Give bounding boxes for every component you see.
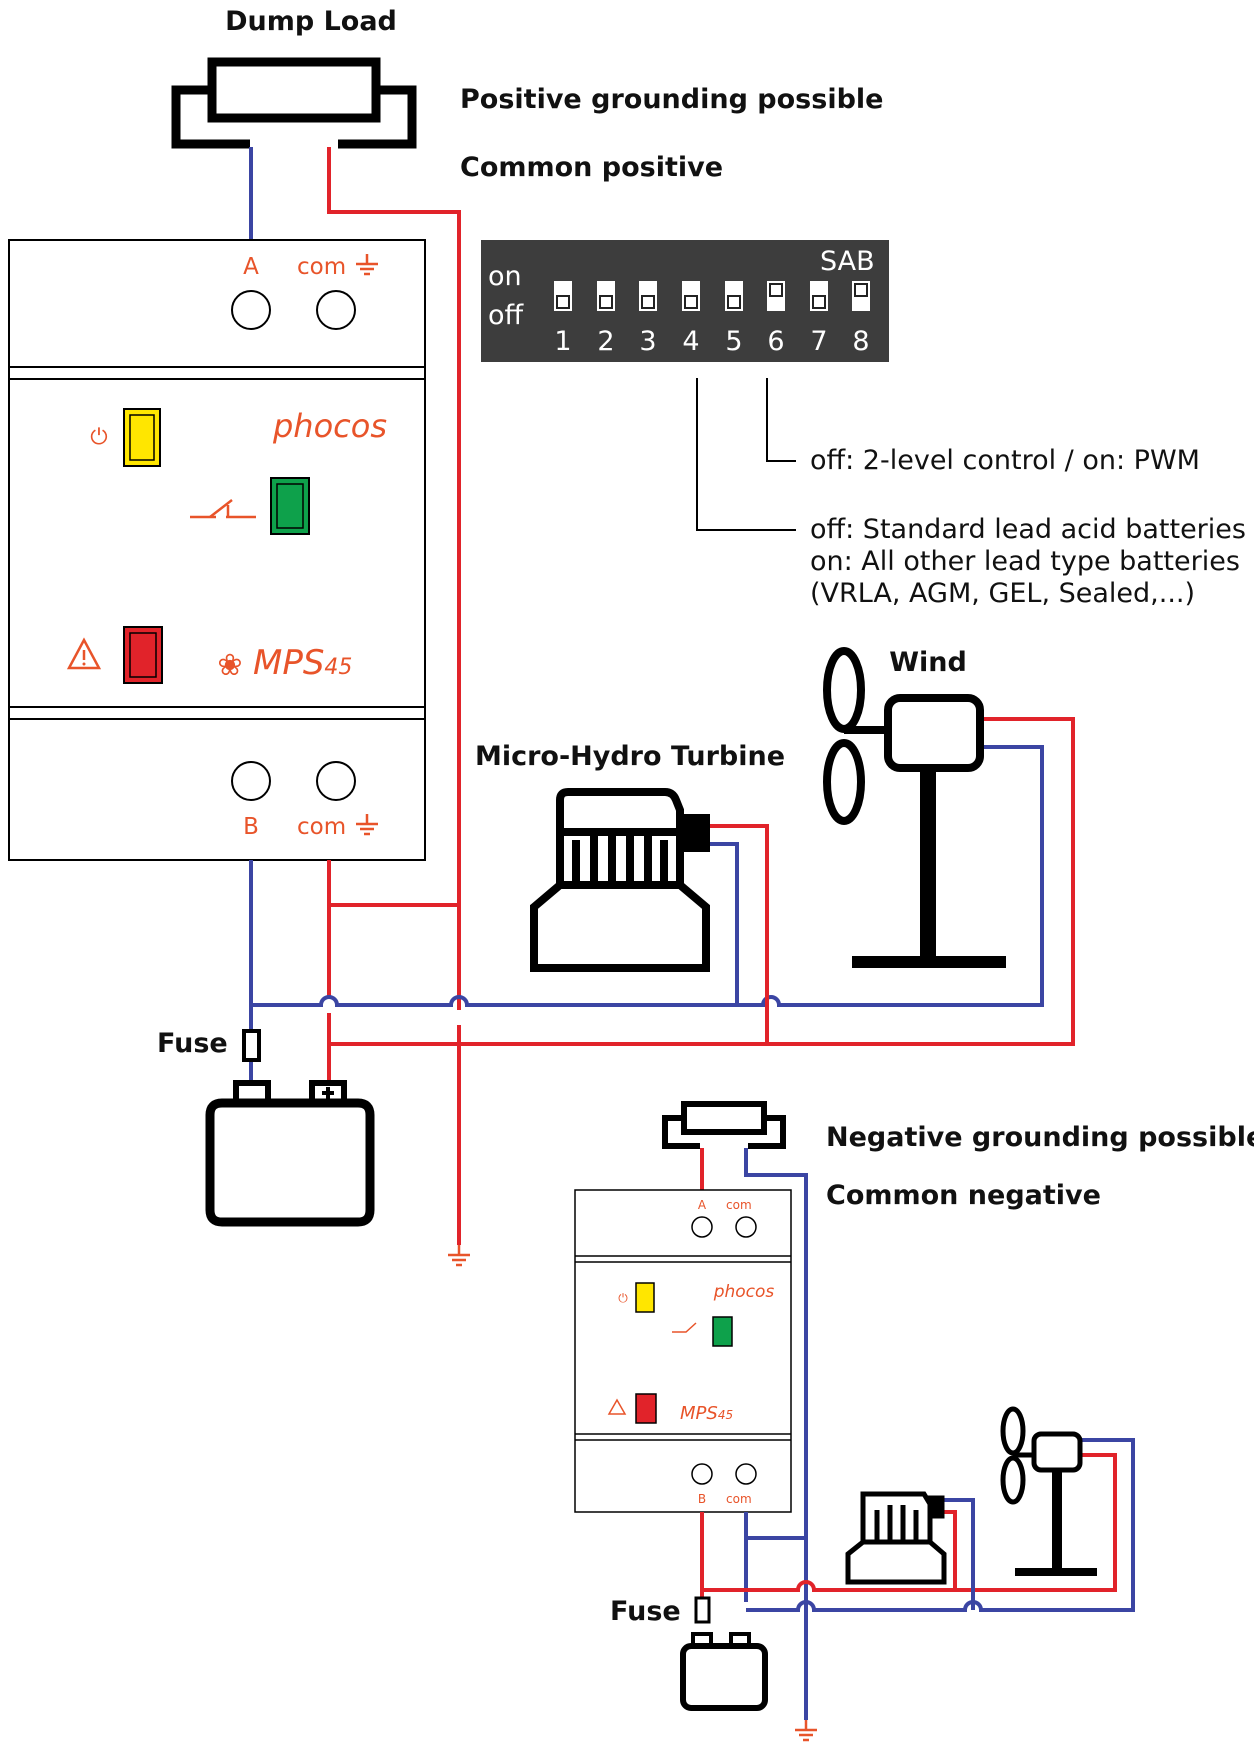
dip-number: 3 xyxy=(639,326,656,357)
power-led-yellow xyxy=(123,408,161,467)
common-positive-note: Common positive xyxy=(460,152,723,183)
dip-number: 2 xyxy=(597,326,614,357)
dip-switch-numbers: 1 2 3 4 5 6 7 8 xyxy=(554,326,869,357)
dip-pwm-note: off: 2-level control / on: PWM xyxy=(810,445,1200,476)
dip-off-label: off xyxy=(488,300,525,331)
terminal-a-screw xyxy=(231,290,271,330)
fuse-icon xyxy=(242,1029,261,1062)
micro-hydro-turbine-icon xyxy=(530,788,710,972)
common-negative-note: Common negative xyxy=(826,1180,1101,1211)
wire-small-dump-negative xyxy=(744,1148,808,1720)
negative-grounding-note: Negative grounding possible xyxy=(826,1122,1254,1153)
small-terminal-com2-screw xyxy=(735,1463,757,1485)
wind-label: Wind xyxy=(889,647,967,678)
wind-turbine-icon xyxy=(823,647,1006,968)
hydro-label: Micro-Hydro Turbine xyxy=(475,741,785,772)
error-led-red xyxy=(123,626,163,684)
dip-sab-label: SAB xyxy=(820,246,875,277)
dip-number: 5 xyxy=(725,326,742,357)
ground-symbol-bottom xyxy=(793,1718,819,1742)
mps-logo-icon: ❀ xyxy=(217,648,242,683)
small-warning-icon xyxy=(607,1398,627,1415)
small-power-icon: ⏻ xyxy=(618,1291,628,1305)
small-load-led xyxy=(712,1316,733,1347)
dip-battery-note-1: off: Standard lead acid batteries / xyxy=(810,514,1254,545)
dip-number: 7 xyxy=(810,326,827,357)
wire-dump-positive xyxy=(327,147,461,1010)
warning-icon xyxy=(66,637,102,670)
negative-bus xyxy=(251,745,1044,1007)
positive-bus xyxy=(329,717,1075,1046)
small-terminal-a-screw xyxy=(691,1216,713,1238)
charge-controller-bottom xyxy=(574,1189,792,1513)
dip4-leader xyxy=(696,378,796,531)
small-terminal-com-screw xyxy=(735,1216,757,1238)
battery-icon xyxy=(205,1080,375,1227)
dip-battery-note-3: (VRLA, AGM, GEL, Sealed,...) xyxy=(810,578,1195,609)
small-error-led xyxy=(635,1393,657,1424)
small-battery-icon xyxy=(680,1632,768,1711)
terminal-a-label: A xyxy=(243,254,259,280)
terminal-b-screw xyxy=(231,761,271,801)
small-micro-hydro-icon xyxy=(845,1491,947,1585)
power-icon: ⏻ xyxy=(90,425,107,450)
wire-com-positive xyxy=(327,860,459,907)
load-switch-icon xyxy=(190,499,256,519)
small-wire-com-negative xyxy=(744,1512,806,1540)
dip-switches xyxy=(554,281,870,311)
dip-battery-note-2: on: All other lead type batteries xyxy=(810,546,1240,577)
dip-number: 6 xyxy=(767,326,784,357)
dip-number: 1 xyxy=(554,326,571,357)
dip-on-label: on xyxy=(488,261,522,292)
terminal-com-screw xyxy=(316,290,356,330)
terminal-com2-label: com xyxy=(297,814,346,840)
dip-number: 8 xyxy=(852,326,869,357)
terminal-b-label: B xyxy=(243,814,259,840)
terminal-com-label: com xyxy=(297,254,346,280)
small-negative-bus xyxy=(746,1438,1135,1612)
ground-symbol-top xyxy=(446,1243,472,1267)
small-wind-turbine-icon xyxy=(1000,1406,1097,1576)
dump-load-title: Dump Load xyxy=(225,6,397,37)
dump-load-small-icon xyxy=(662,1101,786,1149)
brand-logo: phocos xyxy=(272,407,387,445)
small-terminal-b-screw xyxy=(691,1463,713,1485)
small-brand-logo: phocos xyxy=(713,1282,775,1302)
dip-number: 4 xyxy=(682,326,699,357)
small-terminal-com2-label: com xyxy=(726,1492,752,1506)
small-terminal-com-label: com xyxy=(726,1198,752,1212)
small-fuse-label: Fuse xyxy=(610,1596,681,1627)
small-terminal-a-label: A xyxy=(698,1198,707,1212)
fuse-label: Fuse xyxy=(157,1028,228,1059)
charge-controller-top xyxy=(8,239,426,861)
small-model-logo: MPS45 xyxy=(680,1403,733,1424)
dump-load-icon xyxy=(171,57,417,149)
dip6-leader xyxy=(766,378,796,462)
small-terminal-b-label: B xyxy=(698,1492,706,1506)
positive-grounding-note: Positive grounding possible xyxy=(460,84,883,115)
terminal-com2-screw xyxy=(316,761,356,801)
model-logo: MPS45 xyxy=(253,643,352,683)
load-led-green xyxy=(270,477,310,535)
small-fuse-icon xyxy=(694,1596,711,1624)
small-power-led xyxy=(635,1282,655,1313)
small-switch-icon xyxy=(672,1322,697,1333)
